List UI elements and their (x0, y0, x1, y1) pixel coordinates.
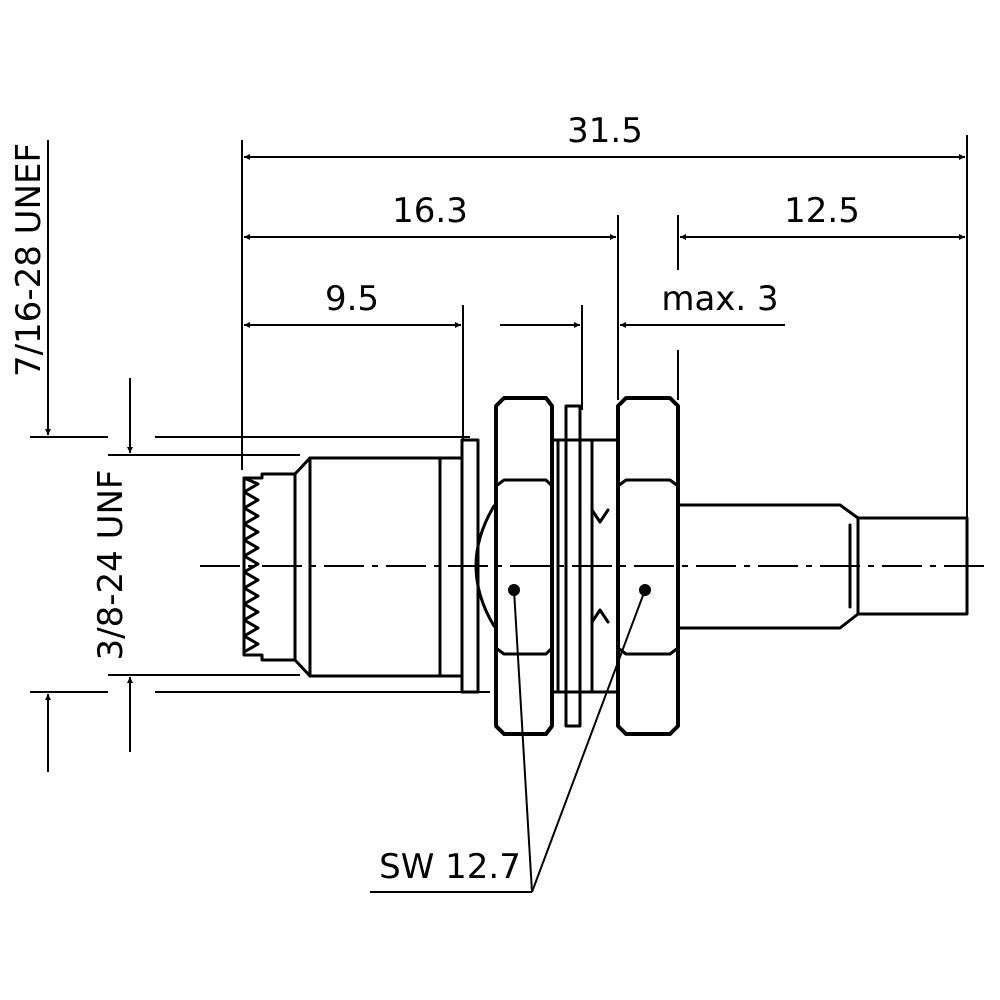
wrench-size-callout: SW 12.7 (379, 847, 521, 887)
dim-thread-length: 9.5 (325, 279, 379, 319)
front-hex-nut (494, 396, 554, 736)
outer-thread-label: 7/16-28 UNEF (9, 143, 49, 377)
rear-tail (676, 503, 969, 630)
serrated-front (242, 476, 260, 654)
shoulder (438, 438, 480, 694)
dim-panel-thickness: max. 3 (661, 279, 778, 319)
wrench-leader-lines (370, 589, 646, 893)
dim-overall-length: 31.5 (567, 111, 643, 151)
dim-rear-length: 12.5 (784, 191, 860, 231)
dim-front-length: 16.3 (392, 191, 468, 231)
washer (564, 404, 582, 728)
extension-lines (30, 135, 968, 693)
inner-thread-label: 3/8-24 UNF (91, 470, 131, 661)
rear-hex-nut (616, 396, 680, 736)
connector-body (242, 396, 969, 736)
dimension-lines (45, 140, 965, 772)
